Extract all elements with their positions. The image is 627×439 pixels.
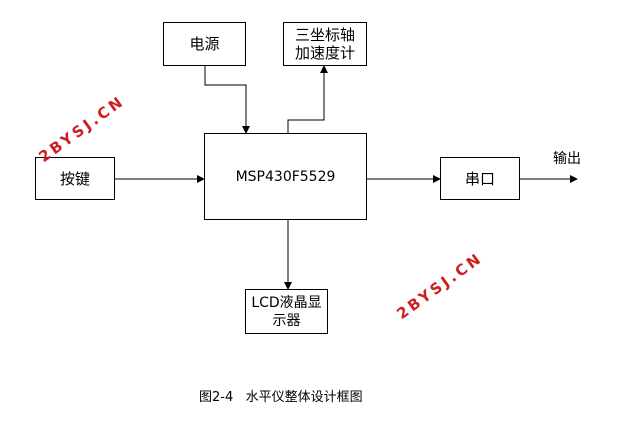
edge-mcu-to-accel: [287, 65, 328, 133]
edge-power-to-mcu: [204, 66, 250, 134]
node-accelerometer-line2: 加速度计: [294, 44, 355, 62]
node-lcd: LCD液晶显 示器: [245, 289, 328, 334]
node-serial: 串口: [440, 157, 520, 200]
figure-caption: 图2-4 水平仪整体设计框图: [199, 390, 363, 405]
node-accelerometer-line1: 三坐标轴: [294, 26, 355, 44]
node-keys-label: 按键: [59, 169, 90, 188]
node-power-label: 电源: [189, 35, 220, 53]
node-mcu: MSP430F5529: [204, 133, 367, 220]
node-mcu-label: MSP430F5529: [235, 168, 336, 185]
node-power: 电源: [163, 22, 246, 66]
output-label: 输出: [553, 151, 581, 167]
node-lcd-line2: 示器: [272, 312, 301, 329]
node-accelerometer: 三坐标轴 加速度计: [283, 22, 367, 66]
node-serial-label: 串口: [464, 169, 495, 188]
node-keys: 按键: [35, 157, 115, 200]
node-lcd-line1: LCD液晶显: [251, 294, 322, 311]
